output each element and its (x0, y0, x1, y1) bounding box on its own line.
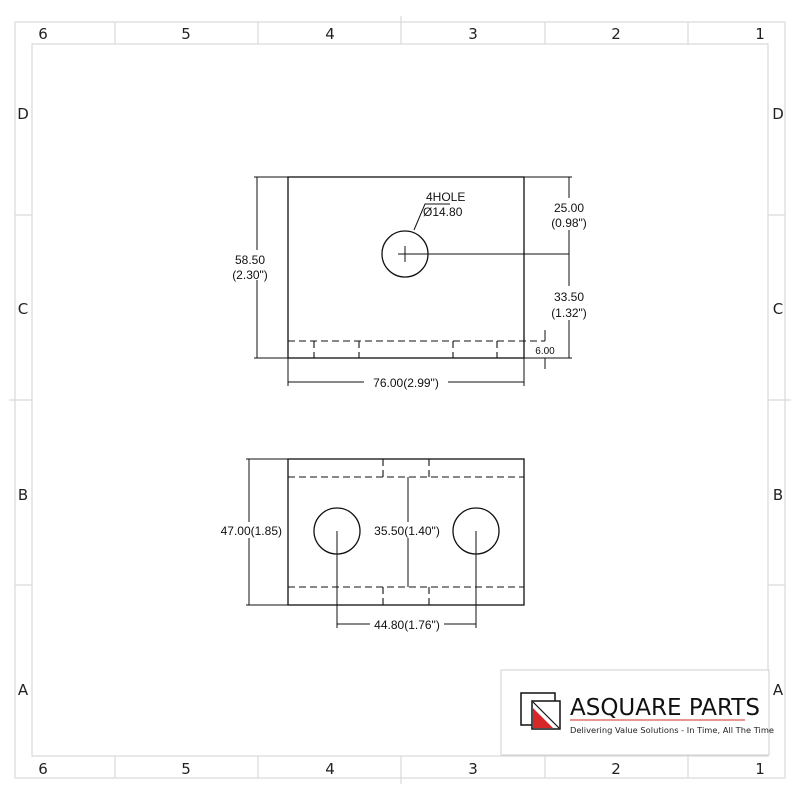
zone-row-right: C (773, 300, 783, 318)
company-name: ASQUARE PARTS (570, 695, 760, 721)
zone-col-top: 4 (325, 25, 335, 43)
top-view: 4HOLE Ø14.80 58.50 (2.30") 76.00(2.99") … (222, 176, 592, 390)
company-tagline: Delivering Value Solutions - In Time, Al… (570, 725, 774, 735)
zone-col-bottom: 1 (755, 760, 765, 778)
hole-diameter: Ø14.80 (423, 205, 463, 219)
zone-row-left: B (18, 486, 28, 504)
zone-row-right: D (772, 105, 784, 123)
company-logo-icon (520, 692, 561, 730)
zone-row-left: D (17, 105, 29, 123)
top-offset-dim-in: (0.98") (551, 216, 587, 230)
height-dim-in: (2.30") (232, 268, 268, 282)
width-dim: 76.00(2.99") (373, 376, 439, 390)
side-view: 44.80(1.76") 35.50(1.40") 47.00(1.85) (216, 458, 525, 632)
bottom-offset-dim-in: (1.32") (551, 306, 587, 320)
title-block: ASQUARE PARTS Delivering Value Solutions… (500, 669, 774, 756)
hole-note: 4HOLE (426, 190, 465, 204)
bottom-offset-dim: 33.50 (554, 290, 584, 304)
zone-col-top: 1 (755, 25, 765, 43)
zone-row-left: C (18, 300, 28, 318)
zone-col-bottom: 2 (611, 760, 621, 778)
zone-row-right: B (773, 486, 783, 504)
zone-col-bottom: 6 (38, 760, 48, 778)
part-outline (287, 176, 525, 359)
hole-spacing-dim: 44.80(1.76") (374, 618, 440, 632)
top-offset-dim: 25.00 (554, 201, 584, 215)
zone-col-bottom: 4 (325, 760, 335, 778)
zone-col-top: 3 (468, 25, 478, 43)
inner-height-dim: 35.50(1.40") (374, 524, 440, 538)
zone-col-bottom: 3 (468, 760, 478, 778)
zone-row-left: A (18, 681, 29, 699)
zone-col-top: 2 (611, 25, 621, 43)
zone-col-top: 5 (181, 25, 191, 43)
height-dim: 47.00(1.85) (221, 524, 282, 538)
part-outline (287, 458, 525, 606)
zone-col-top: 6 (38, 25, 48, 43)
zone-col-bottom: 5 (181, 760, 191, 778)
thickness-dim: 6.00 (535, 346, 555, 357)
height-dim: 58.50 (235, 253, 265, 267)
drawing-frame: 6 5 4 3 2 1 6 5 4 3 2 1 D C B A D C B A (9, 16, 791, 784)
zone-row-right: A (773, 681, 784, 699)
